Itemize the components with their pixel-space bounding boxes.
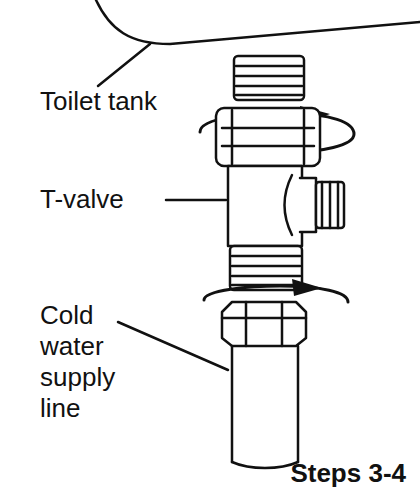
toilet-tank-outline <box>96 0 420 44</box>
part-label: T-valve <box>40 184 124 215</box>
step-caption: Steps 3-4 <box>290 458 406 489</box>
t-valve <box>216 108 344 290</box>
tank-fitting <box>234 56 304 100</box>
part-label: Toilet tank <box>40 86 157 117</box>
supply-line <box>222 302 306 468</box>
part-label: Cold water supply line <box>40 300 152 424</box>
rotation-arrow <box>204 279 348 302</box>
leader-line <box>118 322 228 370</box>
leader-line <box>166 199 226 202</box>
leader-line <box>98 44 150 86</box>
